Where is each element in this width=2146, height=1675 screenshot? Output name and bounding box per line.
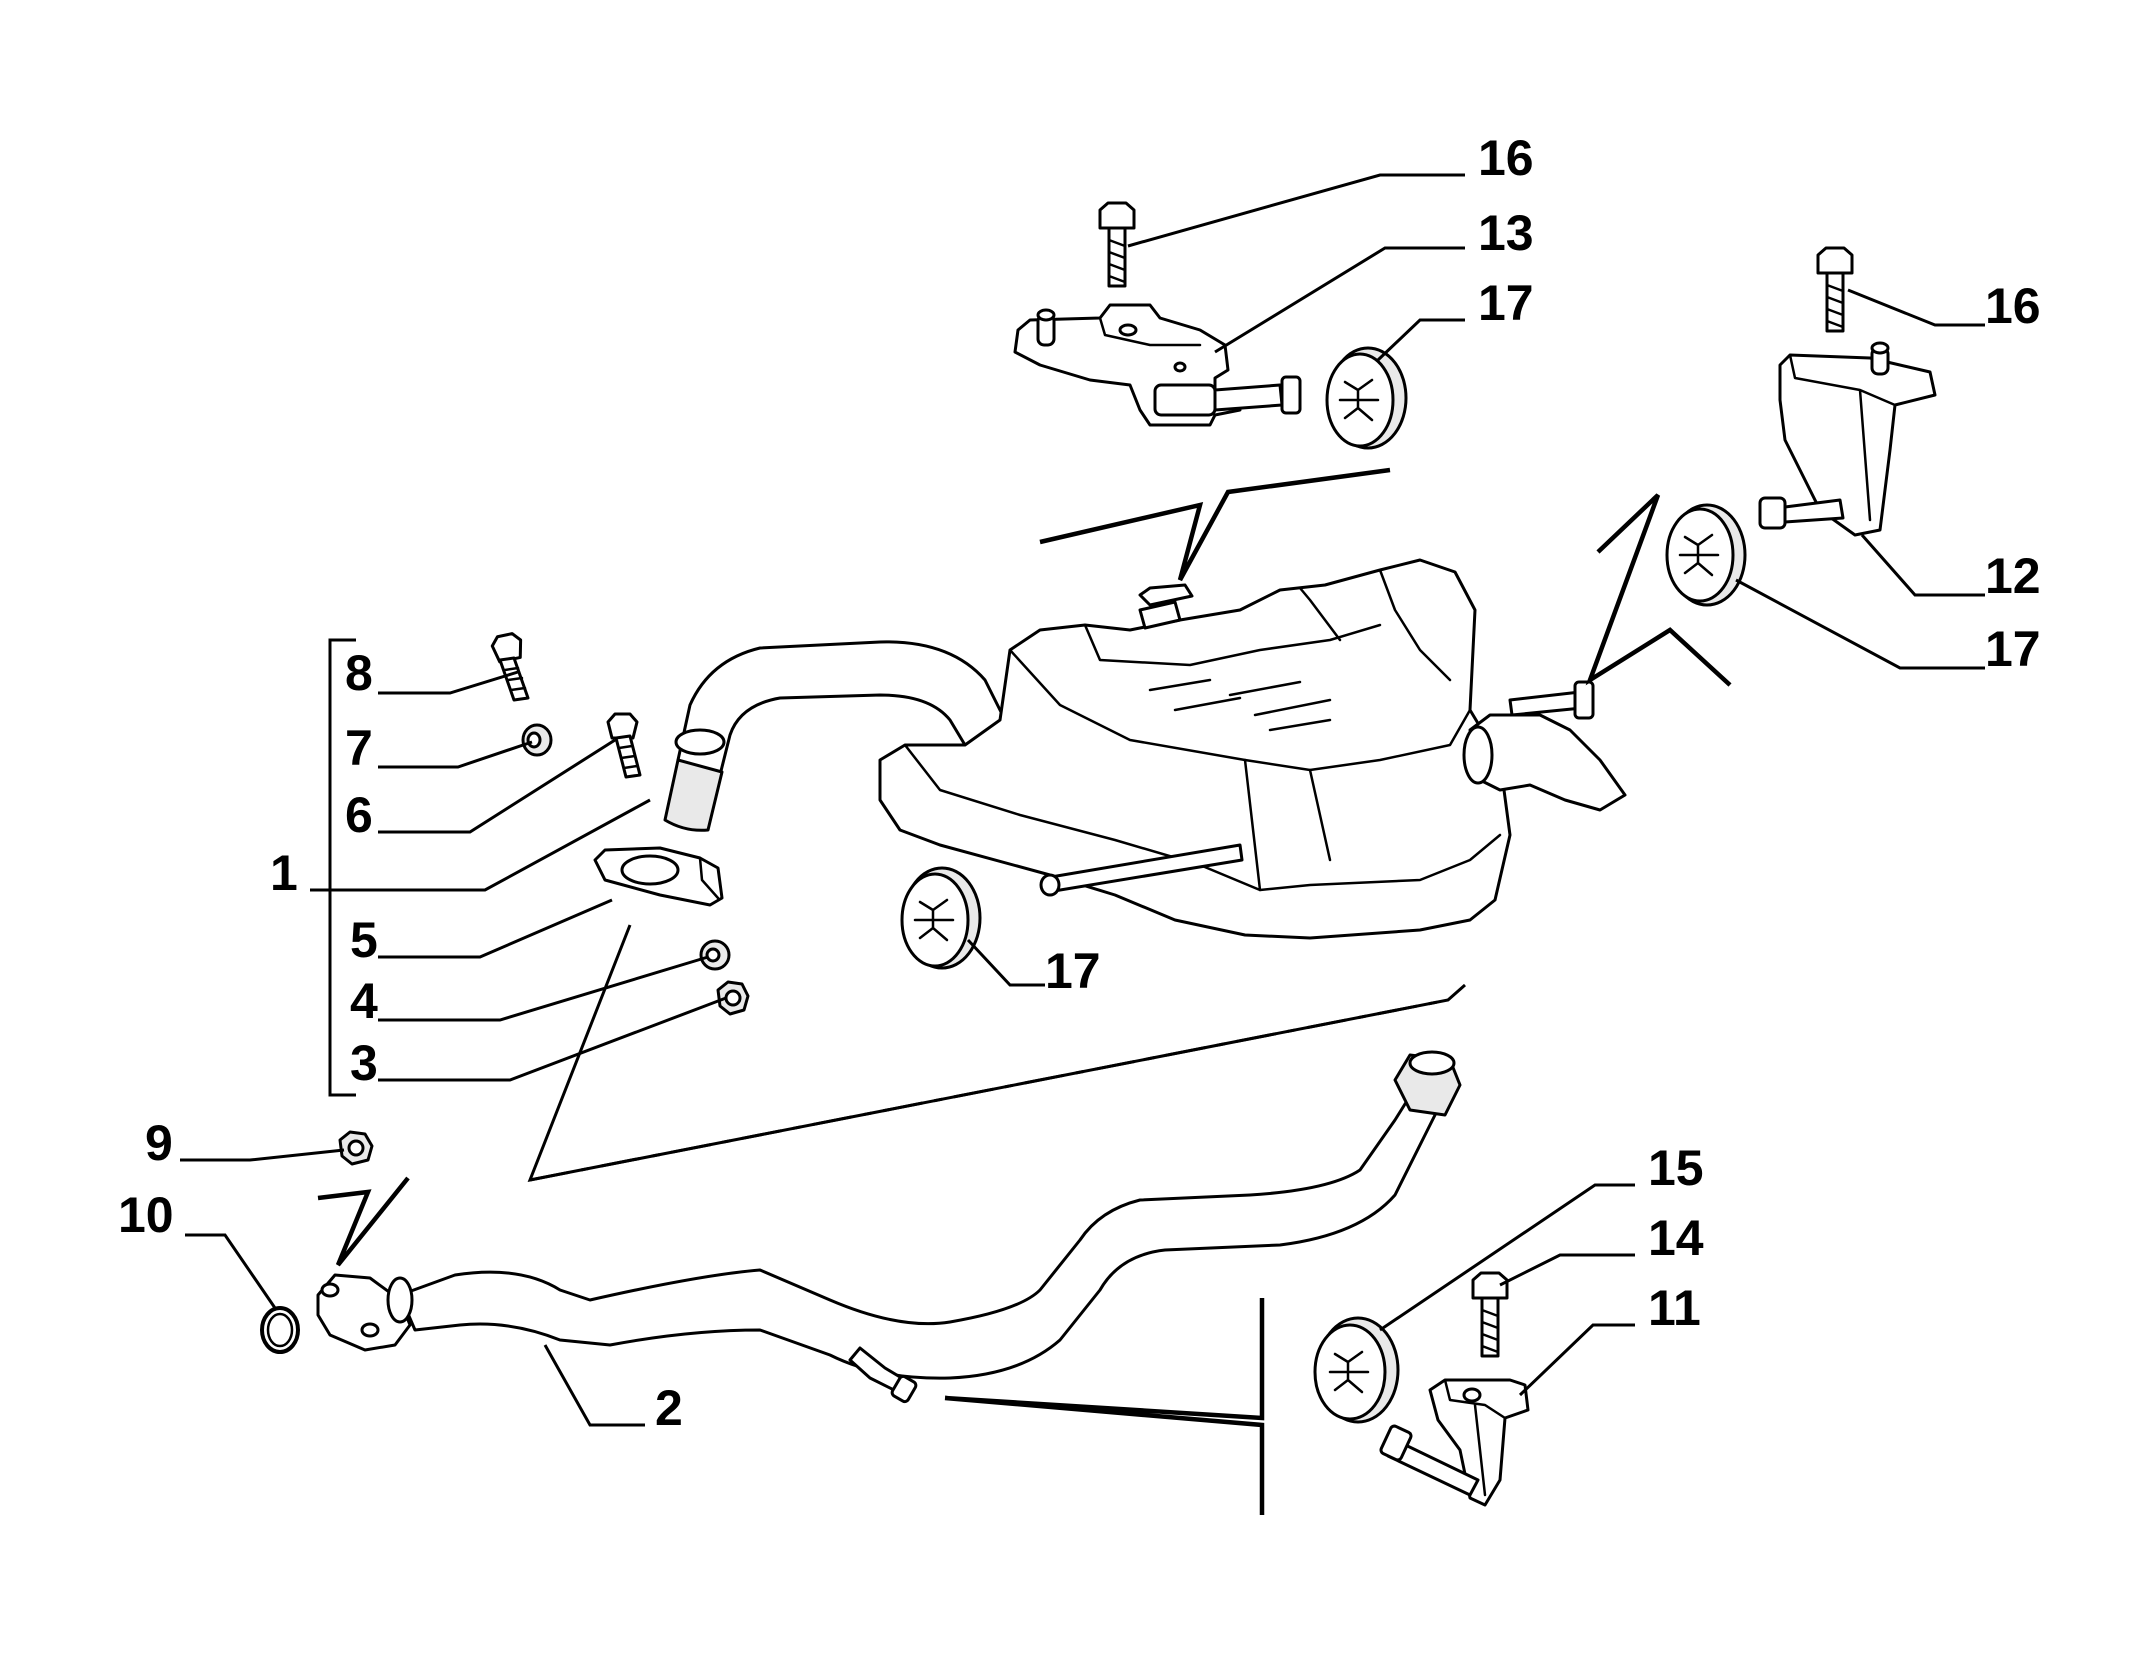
mount-arrow-top [1039, 467, 1391, 582]
bolt-6-icon [606, 712, 642, 779]
flange-connector-line [527, 924, 1466, 1182]
callout-11: 11 [1648, 1280, 1701, 1336]
rubber-mount-17-right-icon [1665, 503, 1747, 607]
bolt-16-right-icon [1816, 246, 1854, 333]
bracket-12-icon [1758, 341, 1937, 537]
callout-4: 4 [350, 973, 378, 1029]
callout-9: 9 [145, 1115, 173, 1171]
flange-clamp-5-icon [593, 846, 724, 907]
callout-16-top: 16 [1478, 130, 1534, 186]
rubber-mount-15-icon [1313, 1316, 1400, 1424]
nut-3-icon [716, 980, 750, 1016]
rubber-mount-17-lower-icon [900, 866, 982, 970]
callout-12: 12 [1985, 548, 2041, 604]
callout-14: 14 [1648, 1210, 1704, 1266]
callout-3: 3 [350, 1035, 378, 1091]
rubber-mount-17-top-icon [1325, 346, 1408, 450]
nut-4-icon [699, 939, 731, 971]
callout-17-lower: 17 [1045, 943, 1101, 999]
gasket-ring-10-icon [260, 1306, 300, 1354]
callout-16-right: 16 [1985, 278, 2041, 334]
bolt-16-top-icon [1098, 201, 1136, 288]
silencer-tail-pipe-icon [1462, 680, 1627, 812]
callout-5: 5 [350, 912, 378, 968]
nut-9-icon [338, 1130, 374, 1166]
callout-6: 6 [345, 787, 373, 843]
callout-15: 15 [1648, 1140, 1704, 1196]
callout-10: 10 [118, 1187, 174, 1243]
assembly-bracket [328, 638, 356, 1097]
callout-1: 1 [270, 845, 298, 901]
callout-13: 13 [1478, 205, 1534, 261]
silencer-body-icon [878, 558, 1512, 940]
silencer-inlet-pipe-icon [663, 640, 1007, 832]
callout-17-right: 17 [1985, 621, 2041, 677]
exhaust-pipe-2-icon [316, 1050, 1462, 1404]
mount-arrow-lower-right [944, 1298, 1265, 1515]
bracket-11-icon [1379, 1378, 1530, 1507]
callout-2: 2 [655, 1380, 683, 1436]
mount-arrow-right [1585, 493, 1732, 687]
callout-7: 7 [345, 720, 373, 776]
joint-arrow-flange [317, 1176, 410, 1267]
callout-17-top: 17 [1478, 275, 1534, 331]
hanger-bracket-13-icon [1013, 303, 1302, 427]
nut-7-icon [521, 723, 553, 757]
bolt-8-icon [490, 632, 530, 702]
callout-8: 8 [345, 645, 373, 701]
leader-lines [180, 173, 1985, 1427]
